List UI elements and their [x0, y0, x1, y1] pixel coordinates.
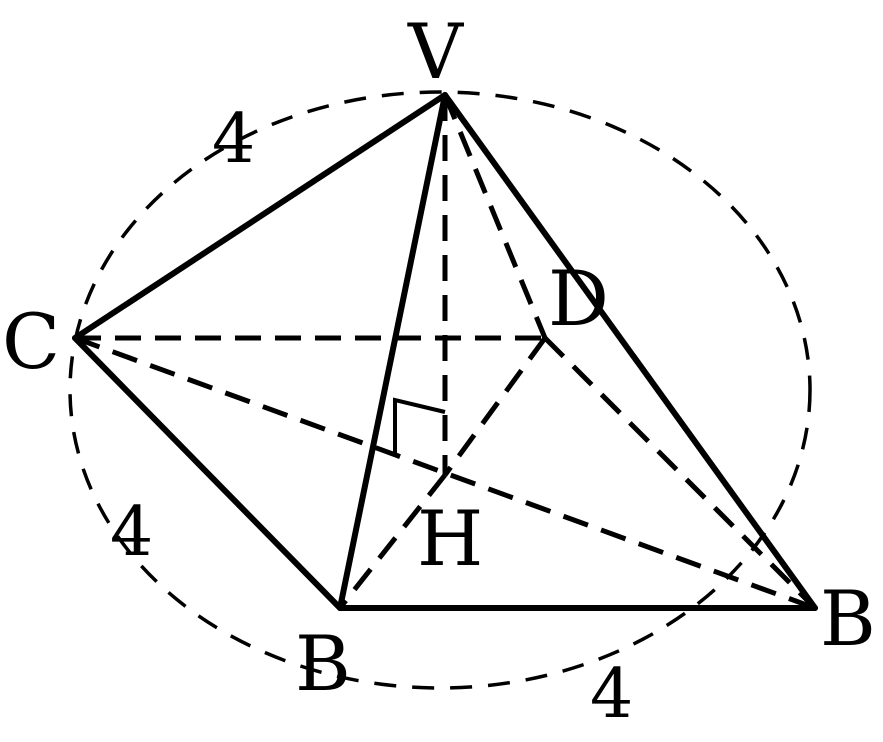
- vertex-label-b-left: B: [295, 619, 351, 708]
- vertex-label-c: C: [2, 297, 60, 386]
- edge-vc: [72, 92, 448, 341]
- edge-vd: [442, 94, 548, 339]
- right-angle-marker: [393, 397, 446, 455]
- edge-length-bb: 4: [590, 655, 633, 734]
- edge-c-bright: [74, 335, 816, 611]
- edge-length-cb: 4: [110, 493, 153, 572]
- edge-length-vc: 4: [212, 100, 255, 179]
- edge-dh: [442, 336, 548, 477]
- circumcircle: [68, 90, 812, 690]
- edge-d-bright: [543, 336, 817, 610]
- vertex-label-b-right: B: [820, 574, 876, 663]
- edge-h-bleft: [338, 473, 447, 610]
- edge-v-bleft: [337, 92, 448, 611]
- edge-v-bright: [442, 92, 818, 611]
- vertex-label-h: H: [417, 494, 483, 583]
- vertex-label-v: V: [407, 7, 464, 96]
- vertex-label-d: D: [548, 254, 609, 343]
- edge-c-bleft: [72, 335, 343, 611]
